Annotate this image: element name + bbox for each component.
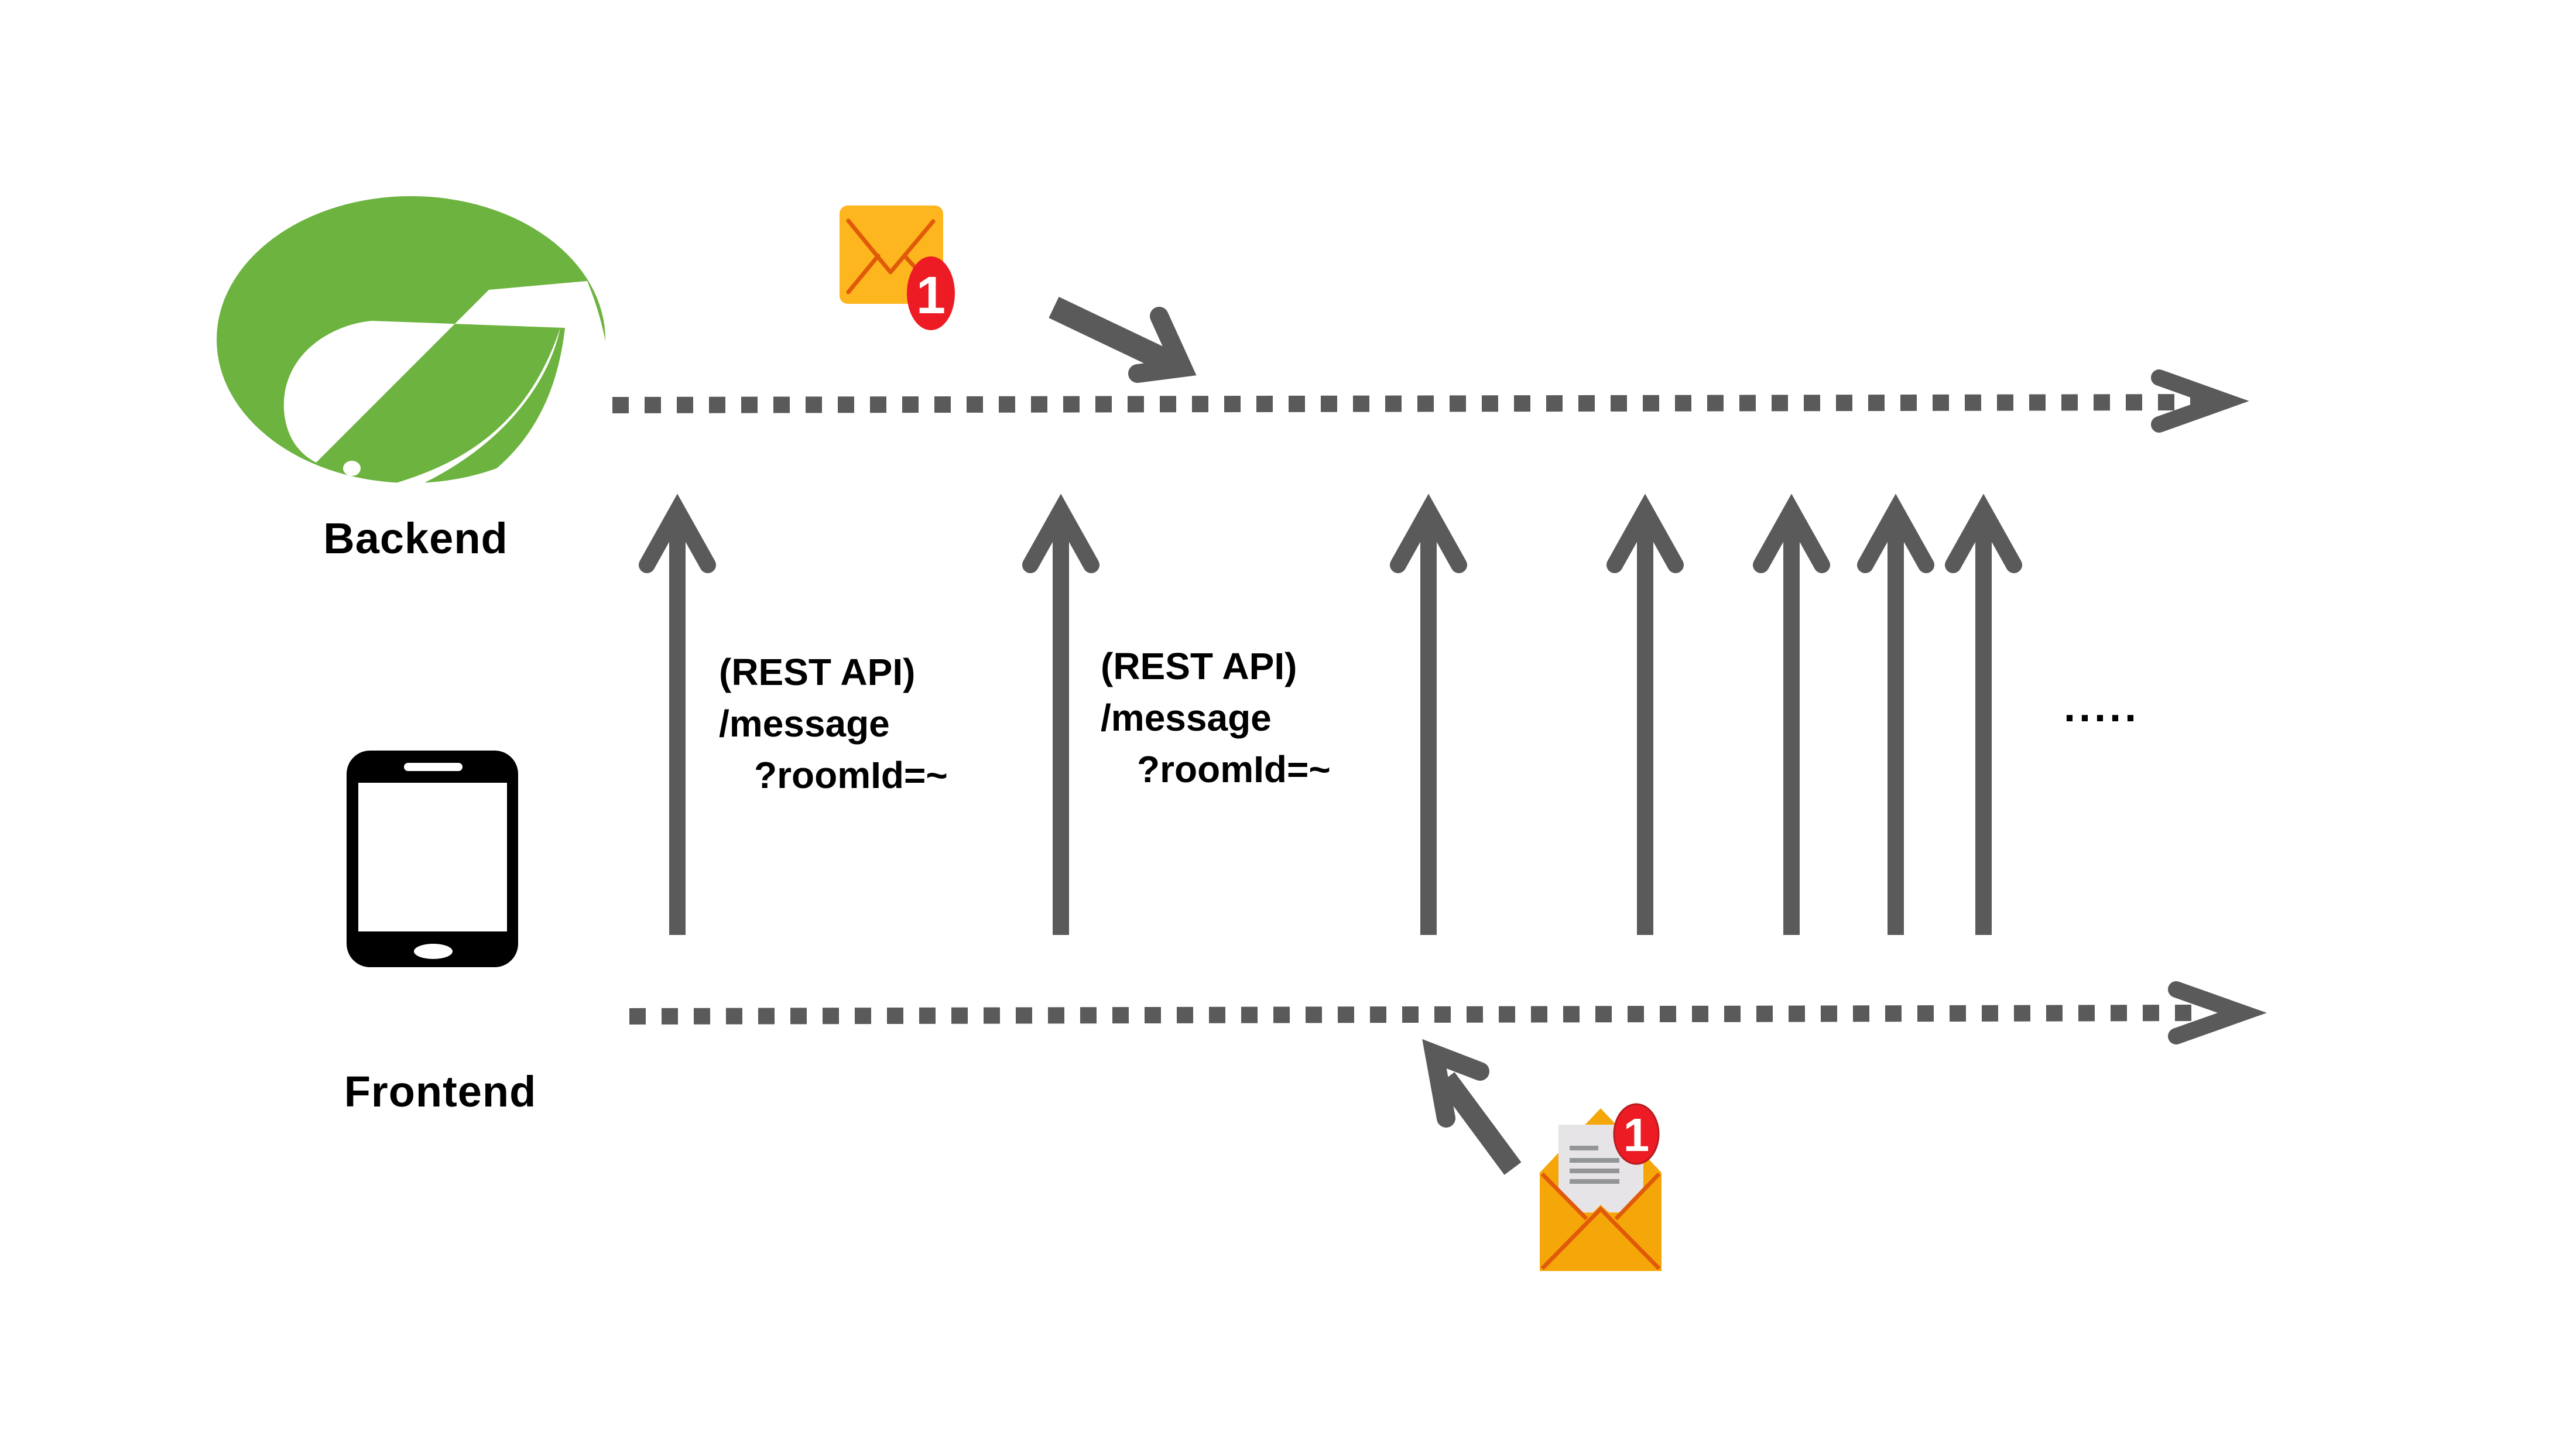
request-label-2: (REST API) /message ?roomId=~ [1101,645,1331,790]
notification-badge: 1 [907,256,955,330]
frontend-timeline [629,981,2267,1044]
request-arrowhead [1606,494,1684,573]
request-label-line: /message [719,703,890,745]
continuation-ellipsis: ..... [2064,684,2140,731]
request-arrowhead [1857,494,1934,573]
request-arrowhead [1022,494,1099,573]
frontend-label: Frontend [344,1067,537,1116]
request-label-line: ?roomId=~ [754,754,948,796]
notification-badge: 1 [1613,1103,1660,1165]
request-arrow [1390,494,1467,935]
request-arrows [639,494,2022,935]
smartphone-icon [347,751,518,967]
request-arrow [1022,494,1099,935]
backend-timeline-arrowhead [2151,369,2249,433]
request-label-1: (REST API) /message ?roomId=~ [719,651,948,796]
request-label-line: ?roomId=~ [1137,748,1331,790]
request-arrowhead [1945,494,2022,573]
incoming-message: 1 [840,205,1197,383]
frontend-timeline-arrowhead [2168,981,2267,1044]
arrow-to-frontend [1422,1039,1522,1175]
delivered-message: 1 [1422,1039,1662,1271]
backend-node: Backend [217,196,610,563]
request-arrowhead [639,494,716,573]
request-arrow [639,494,716,935]
request-arrowhead [1753,494,1830,573]
badge-count: 1 [916,266,946,325]
request-label-line: (REST API) [719,651,915,693]
spring-leaf-icon [217,196,610,554]
request-arrow [1945,494,2022,935]
request-arrow [1857,494,1934,935]
backend-timeline [612,369,2249,433]
request-label-line: (REST API) [1101,645,1297,687]
request-label-line: /message [1101,697,1272,739]
frontend-node: Frontend [344,751,537,1116]
arrow-to-backend [1049,296,1197,383]
backend-label: Backend [323,514,508,563]
request-arrowhead [1390,494,1467,573]
request-arrow [1606,494,1684,935]
badge-count: 1 [1623,1109,1650,1161]
request-arrow [1753,494,1830,935]
